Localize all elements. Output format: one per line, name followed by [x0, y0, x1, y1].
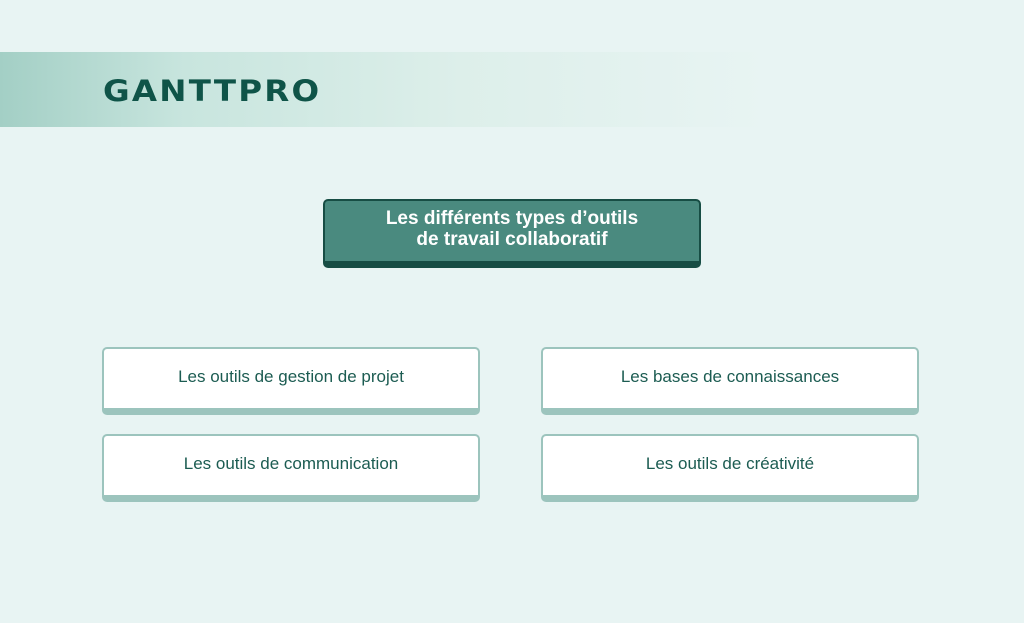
central-topic-title: Les différents types d’outils de travail… [386, 208, 638, 250]
category-label: Les outils de communication [183, 453, 399, 473]
logo-text: GANTTPRO [103, 73, 322, 108]
central-topic-line-2: de travail collaboratif [416, 229, 608, 250]
category-label: Les bases de connaissances [620, 366, 840, 386]
central-topic-box: Les différents types d’outils de travail… [323, 199, 701, 268]
category-label: Les outils de gestion de projet [178, 366, 404, 386]
category-card-knowledge-bases: Les bases de connaissances [541, 347, 919, 415]
category-card-creativity: Les outils de créativité [541, 434, 919, 502]
central-topic-line-1: Les différents types d’outils [385, 208, 639, 229]
brand-header-band [0, 52, 1024, 127]
category-card-project-management: Les outils de gestion de projet [102, 347, 480, 415]
category-label: Les outils de créativité [645, 453, 815, 473]
ganttpro-logo: GANTTPRO [103, 74, 319, 108]
category-card-communication: Les outils de communication [102, 434, 480, 502]
